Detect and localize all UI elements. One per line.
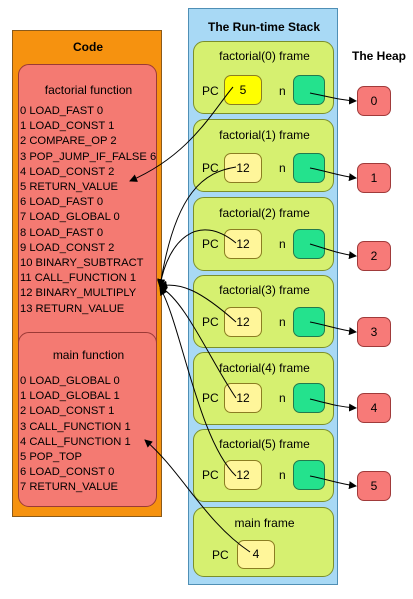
- factorial-function-title: factorial function: [44, 83, 133, 97]
- instruction: 11 CALL_FUNCTION 1: [20, 272, 137, 285]
- heap-object: 4: [357, 393, 391, 423]
- instruction: 10 BINARY_SUBTRACT: [20, 257, 144, 270]
- frame-factorial-5: factorial(5) frame PC 12 n: [193, 429, 334, 502]
- pc-value-box: 4: [237, 540, 275, 569]
- pc-label: PC: [202, 468, 219, 482]
- instruction: 8 LOAD_FAST 0: [20, 226, 104, 239]
- heap-object: 3: [357, 317, 391, 347]
- frame-title: factorial(3) frame: [219, 283, 310, 297]
- frame-main: main frame PC 4: [193, 507, 334, 577]
- heap-title: The Heap: [351, 49, 406, 63]
- n-value-box: [293, 153, 325, 183]
- instruction: 2 COMPARE_OP 2: [20, 135, 117, 148]
- heap-object: 2: [357, 241, 391, 271]
- n-label: n: [279, 315, 286, 329]
- instruction: 5 RETURN_VALUE: [20, 181, 119, 194]
- main-instructions: 0 LOAD_GLOBAL 0 1 LOAD_GLOBAL 1 2 LOAD_C…: [20, 374, 131, 496]
- n-value-box: [293, 75, 325, 105]
- n-value-box: [293, 460, 325, 490]
- heap-object: 0: [357, 86, 391, 116]
- frame-factorial-2: factorial(2) frame PC 12 n: [193, 197, 334, 271]
- n-value-box: [293, 229, 325, 259]
- frame-title: factorial(4) frame: [219, 361, 310, 375]
- main-function-title: main function: [52, 348, 125, 362]
- pc-value-box: 12: [224, 383, 262, 413]
- instruction: 13 RETURN_VALUE: [20, 302, 125, 315]
- instruction: 4 CALL_FUNCTION 1: [20, 435, 131, 448]
- n-label: n: [279, 391, 286, 405]
- n-label: n: [279, 84, 286, 98]
- n-label: n: [279, 237, 286, 251]
- frame-title: factorial(0) frame: [219, 49, 310, 63]
- frame-title: factorial(2) frame: [219, 206, 310, 220]
- main-function-box: main function 0 LOAD_GLOBAL 0 1 LOAD_GLO…: [18, 332, 157, 507]
- instruction: 0 LOAD_GLOBAL 0: [20, 375, 120, 387]
- instruction: 2 LOAD_CONST 1: [20, 405, 115, 418]
- instruction: 7 RETURN_VALUE: [20, 481, 119, 494]
- pc-label: PC: [202, 391, 219, 405]
- pc-value-box: 12: [224, 229, 262, 259]
- instruction: 12 BINARY_MULTIPLY: [20, 287, 137, 300]
- pc-label: PC: [202, 237, 219, 251]
- frame-factorial-4: factorial(4) frame PC 12 n: [193, 352, 334, 425]
- stack-title: The Run-time Stack: [207, 20, 321, 34]
- frame-title: main frame: [234, 516, 295, 530]
- frame-factorial-0: factorial(0) frame PC 5 n: [193, 41, 334, 114]
- pc-value-box: 12: [224, 460, 262, 490]
- n-value-box: [293, 307, 325, 337]
- pc-value-box: 12: [224, 307, 262, 337]
- instruction: 4 LOAD_CONST 2: [20, 165, 115, 178]
- instruction: 6 LOAD_FAST 0: [20, 196, 104, 209]
- pc-label: PC: [202, 161, 219, 175]
- frame-title: factorial(1) frame: [219, 128, 310, 142]
- code-title: Code: [73, 40, 103, 54]
- heap-object: 5: [357, 471, 391, 501]
- instruction: 3 CALL_FUNCTION 1: [20, 420, 131, 433]
- instruction: 0 LOAD_FAST 0: [20, 105, 104, 117]
- instruction: 9 LOAD_CONST 2: [20, 241, 115, 254]
- factorial-function-box: factorial function 0 LOAD_FAST 0 1 LOAD_…: [18, 64, 157, 354]
- instruction: 7 LOAD_GLOBAL 0: [20, 211, 120, 224]
- instruction: 1 LOAD_GLOBAL 1: [20, 390, 120, 403]
- pc-value-box: 5: [224, 75, 262, 105]
- pc-label: PC: [212, 548, 229, 562]
- n-label: n: [279, 468, 286, 482]
- instruction: 3 POP_JUMP_IF_FALSE 6: [20, 150, 157, 163]
- n-value-box: [293, 383, 325, 413]
- pc-value-box: 12: [224, 153, 262, 183]
- n-label: n: [279, 161, 286, 175]
- instruction: 6 LOAD_CONST 0: [20, 466, 115, 479]
- pc-label: PC: [202, 84, 219, 98]
- factorial-instructions: 0 LOAD_FAST 0 1 LOAD_CONST 1 2 COMPARE_O…: [20, 104, 156, 317]
- frame-factorial-3: factorial(3) frame PC 12 n: [193, 275, 334, 348]
- frame-title: factorial(5) frame: [219, 437, 310, 451]
- instruction: 1 LOAD_CONST 1: [20, 120, 115, 133]
- frame-factorial-1: factorial(1) frame PC 12 n: [193, 119, 334, 192]
- instruction: 5 POP_TOP: [20, 451, 82, 464]
- heap-object: 1: [357, 163, 391, 193]
- pc-label: PC: [202, 315, 219, 329]
- code-panel: Code factorial function 0 LOAD_FAST 0 1 …: [12, 30, 162, 517]
